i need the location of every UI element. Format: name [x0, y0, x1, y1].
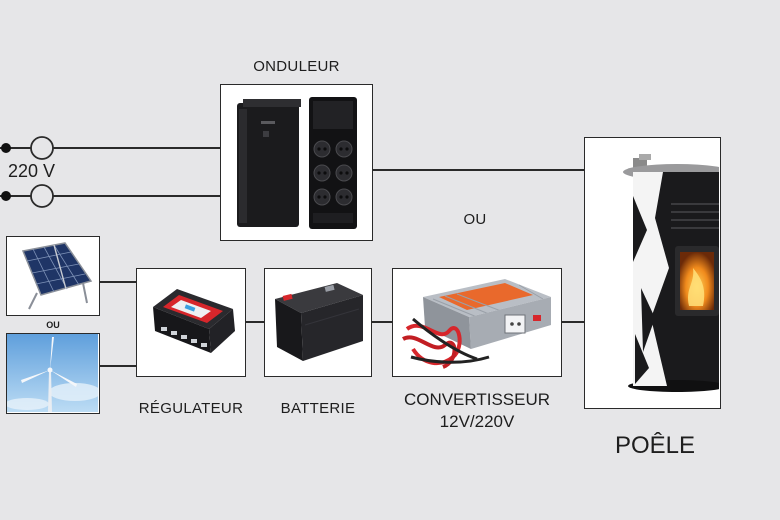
stove-box [584, 137, 721, 409]
regulator-box [136, 268, 246, 377]
onduleur-label: ONDULEUR [253, 58, 340, 75]
solar-panel-box [6, 236, 100, 316]
battery-icon [275, 283, 363, 361]
ups-box [220, 84, 373, 241]
or-label-middle: OU [463, 211, 487, 228]
convertisseur-label: CONVERTISSEUR [403, 390, 551, 409]
poele-label: POÊLE [614, 432, 696, 459]
mains-terminal-ring-bottom [30, 184, 54, 208]
pellet-stove-icon [623, 154, 719, 392]
wind-turbine-icon [7, 334, 98, 412]
batterie-label: BATTERIE [280, 400, 356, 417]
ups-unit-icon [237, 97, 357, 229]
wind-turbine-box [6, 333, 100, 414]
mains-terminal-dot-top [1, 143, 11, 153]
convertisseur-spec-label: 12V/220V [439, 412, 515, 431]
mains-terminal-ring-top [30, 136, 54, 160]
or-label-small: OU [46, 320, 60, 330]
mains-terminal-dot-bottom [1, 191, 11, 201]
charge-regulator-icon [153, 289, 235, 353]
battery-box [264, 268, 372, 377]
regulateur-label: RÉGULATEUR [138, 400, 244, 417]
inverter-box [392, 268, 562, 377]
mains-voltage-label: 220 V [8, 161, 56, 181]
power-inverter-icon [402, 279, 551, 369]
solar-panel-icon [7, 237, 98, 314]
